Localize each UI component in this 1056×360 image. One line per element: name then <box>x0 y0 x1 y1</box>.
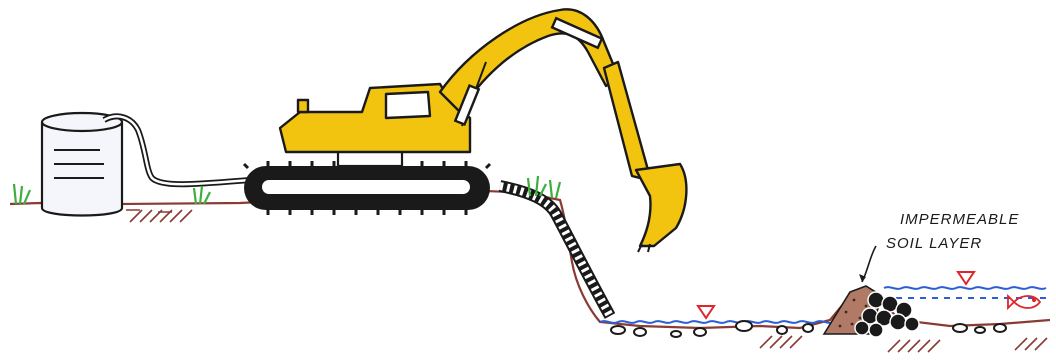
water-left <box>600 321 834 323</box>
discharge-pipe-bank <box>500 186 610 316</box>
excavator-bucket <box>636 164 686 246</box>
excavator-arm <box>604 62 648 178</box>
water-level-marker-icon <box>698 306 714 318</box>
fish-icon <box>1008 296 1040 308</box>
impermeable-label-line1: IMPERMEABLE <box>900 211 1019 228</box>
impermeable-label-line2: SOIL LAYER <box>886 235 982 252</box>
suction-hose <box>104 116 250 184</box>
storage-drum <box>42 113 122 216</box>
crawler-tracks <box>244 161 490 215</box>
water-level-marker-icon <box>958 272 974 284</box>
